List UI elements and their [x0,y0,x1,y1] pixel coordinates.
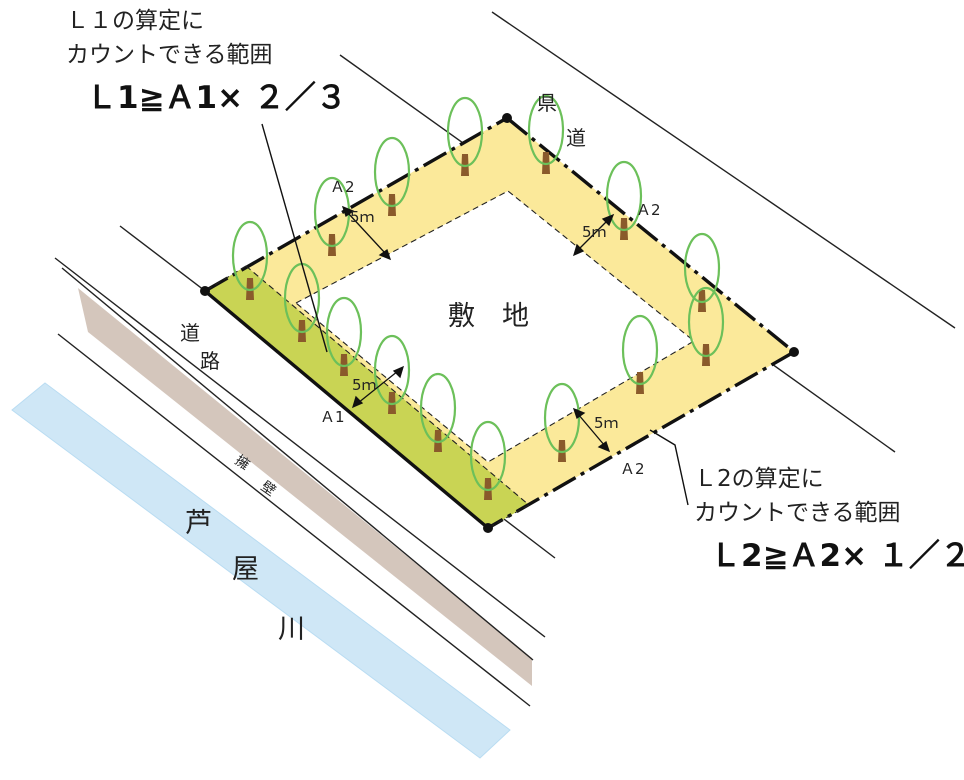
prefectural-road-label-2: 道 [566,126,586,150]
tree-crown [419,372,457,444]
prefectural-road-label-1: 県 [537,91,557,115]
l1-label-line1: Ｌ１の算定に [66,8,204,34]
tree [621,314,659,394]
setback-label-3: 5ｍ [352,376,377,394]
setback-arrows [341,205,615,453]
tree-crown [543,382,581,454]
retaining-wall-band [78,288,532,686]
a1-label: Ａ1 [320,408,345,426]
road-label-1: 道 [180,321,200,345]
site-label: 敷 地 [448,301,529,332]
setback-line [295,190,695,463]
river-band [11,382,511,759]
river-label-1: 芦 [185,508,212,539]
tree [446,96,484,176]
l1-planting-zone [205,266,529,528]
tree [231,220,269,300]
tree [373,334,411,414]
a2-label-top-right: Ａ2 [636,201,661,219]
tree-crown [325,296,363,368]
tree [683,232,721,312]
tree-crown [527,94,565,166]
river-label-2: 屋 [232,554,259,585]
setback-label-2: 5ｍ [582,223,607,241]
corner-points [200,113,799,533]
tree-crown [373,136,411,208]
river-label-3: 川 [278,614,305,645]
tree [543,382,581,462]
setback-label-4: 5ｍ [594,414,619,432]
tree [419,372,457,452]
l1-formula: Ｌ1≧Ａ1× ２／３ [86,80,347,116]
tree [469,420,507,500]
tree-crown [621,314,659,386]
l2-label-line1: Ｌ2の算定に [694,466,824,492]
tree [325,296,363,376]
site-boundary [203,116,796,530]
l2-formula: Ｌ2≧Ａ2× １／２ [710,538,964,574]
l2-leader-line [649,429,689,506]
trees [231,94,725,500]
tree-crown [687,286,725,358]
retaining-wall-label-2: 壁 [258,478,279,499]
l1-leader-line [261,123,328,353]
tree [687,286,725,366]
l2-planting-zone [205,118,794,528]
l1-zone-separators [204,265,530,529]
a2-label-bottom: Ａ2 [620,460,645,478]
tree [527,94,565,174]
road-label-2: 路 [200,349,220,373]
tree [605,160,643,240]
tree-crown [373,334,411,406]
tree-crown [231,220,269,292]
tree-crown [469,420,507,492]
tree-crown [683,232,721,304]
tree-crown [605,160,643,232]
l2-label-line2: カウントできる範囲 [694,500,901,526]
tree [373,136,411,216]
tree-crown [446,96,484,168]
setback-label-1: 5ｍ [350,208,375,226]
a2-label-top-left: Ａ2 [330,178,355,196]
l1-label-line2: カウントできる範囲 [66,42,273,68]
